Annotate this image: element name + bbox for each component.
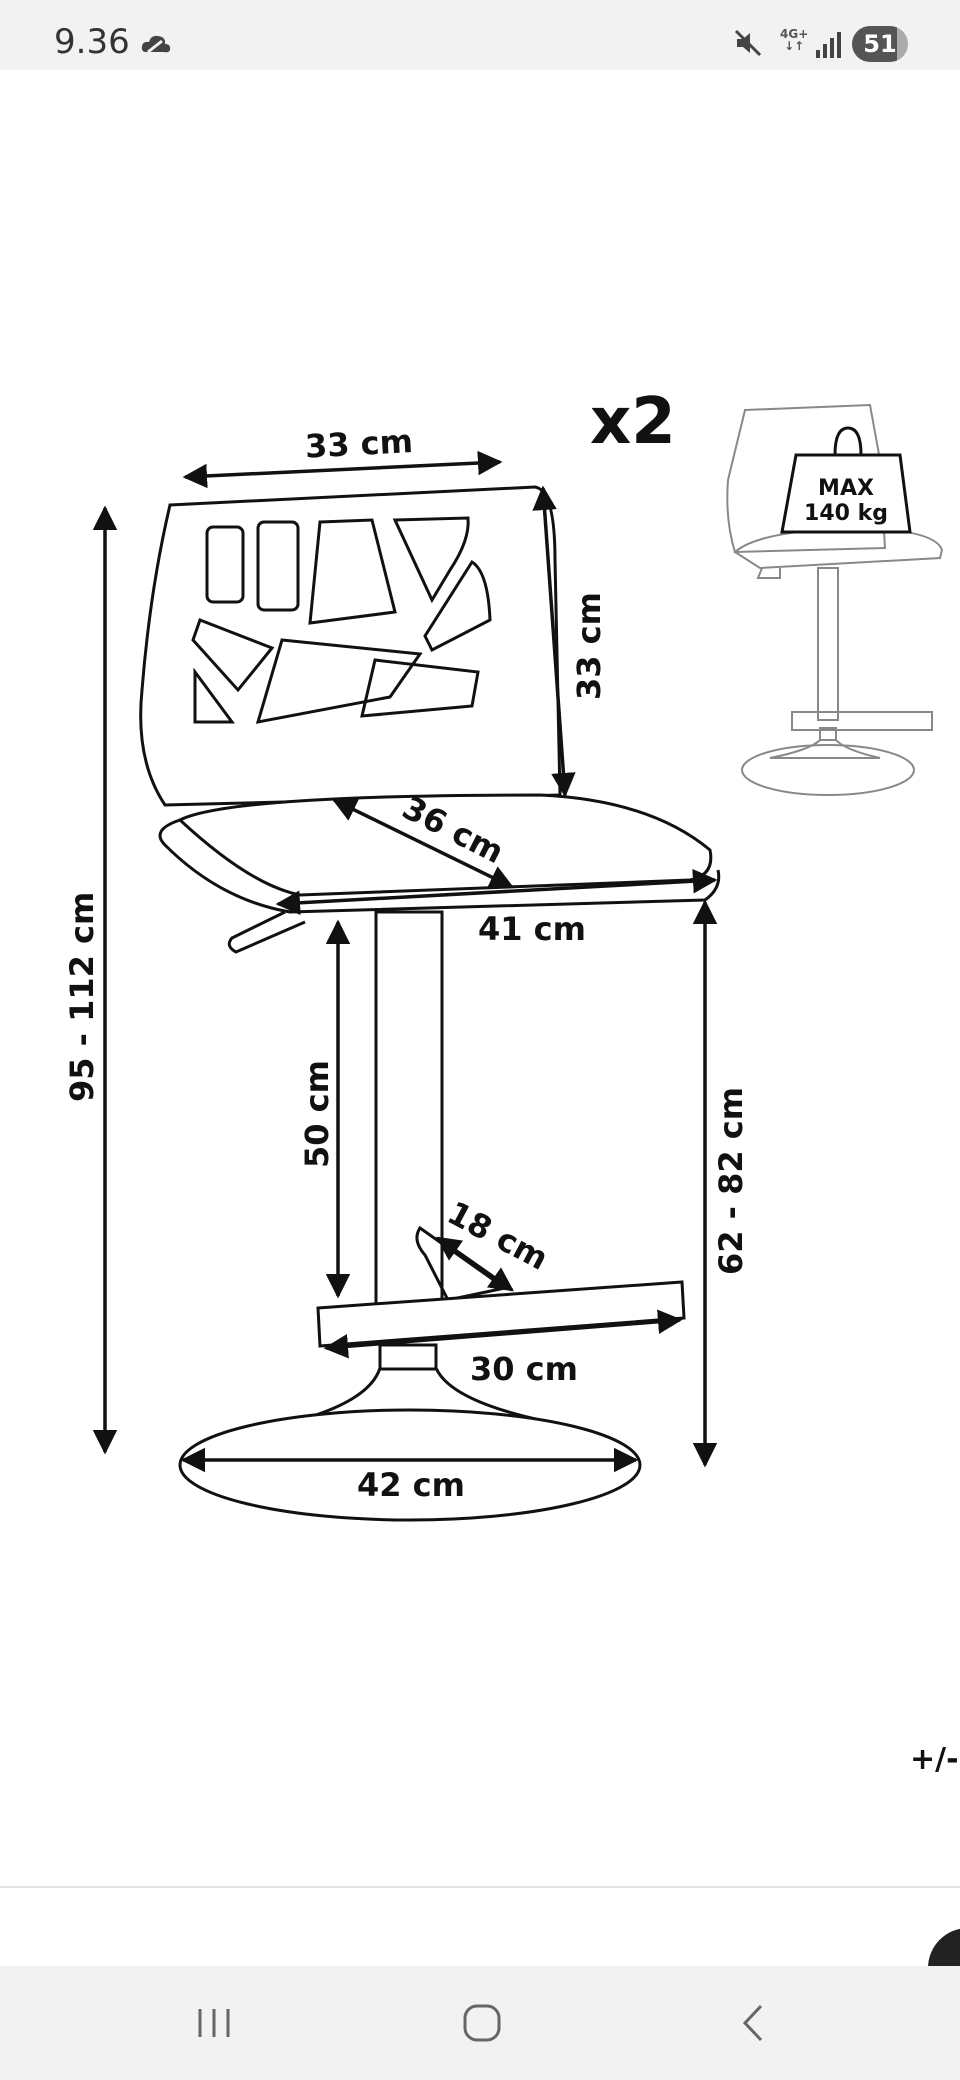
dim-seat-width: 41 cm	[478, 910, 586, 948]
stool-drawing	[139, 485, 721, 1522]
status-time: 9.36	[54, 22, 130, 62]
recents-icon	[198, 2009, 230, 2037]
dim-footrest-depth: 18 cm	[441, 1194, 554, 1278]
mute-icon	[734, 29, 762, 57]
dim-base-diameter: 42 cm	[357, 1466, 465, 1504]
home-button[interactable]	[442, 1990, 522, 2056]
dim-seat-height: 62 - 82 cm	[712, 1087, 750, 1275]
dim-backrest-height: 33 cm	[570, 592, 608, 700]
dim-total-height: 95 - 112 cm	[63, 892, 101, 1102]
product-dimension-diagram: x2 MAX 140 kg 33 cm 33 cm 36 cm 41 cm 95…	[63, 385, 944, 1522]
battery-indicator: 51	[852, 26, 908, 62]
signal-icon	[816, 32, 841, 58]
dim-backrest-width: 33 cm	[304, 422, 414, 466]
cloud-icon	[141, 35, 171, 54]
back-icon	[742, 2004, 763, 2042]
partial-tolerance-label: +/-	[910, 1742, 959, 1777]
status-bar: 9.36 4G+↓↑ 51	[0, 0, 960, 70]
recents-button[interactable]	[174, 1990, 254, 2056]
navigation-bar	[0, 1966, 960, 2080]
weight-icon	[780, 426, 912, 534]
quantity-label: x2	[590, 385, 676, 459]
dim-footrest-width: 30 cm	[470, 1350, 578, 1388]
back-button[interactable]	[712, 1990, 792, 2056]
dimension-arrows	[92, 450, 718, 1473]
network-type: 4G+↓↑	[780, 27, 809, 53]
divider	[0, 1886, 960, 1888]
dim-column-height: 50 cm	[298, 1060, 336, 1168]
max-load-label: MAX	[818, 476, 874, 501]
image-viewer[interactable]: x2 MAX 140 kg 33 cm 33 cm 36 cm 41 cm 95…	[0, 70, 960, 1886]
home-icon	[463, 2004, 501, 2042]
lower-panel	[0, 1888, 960, 1966]
max-load-value: 140 kg	[804, 501, 888, 526]
